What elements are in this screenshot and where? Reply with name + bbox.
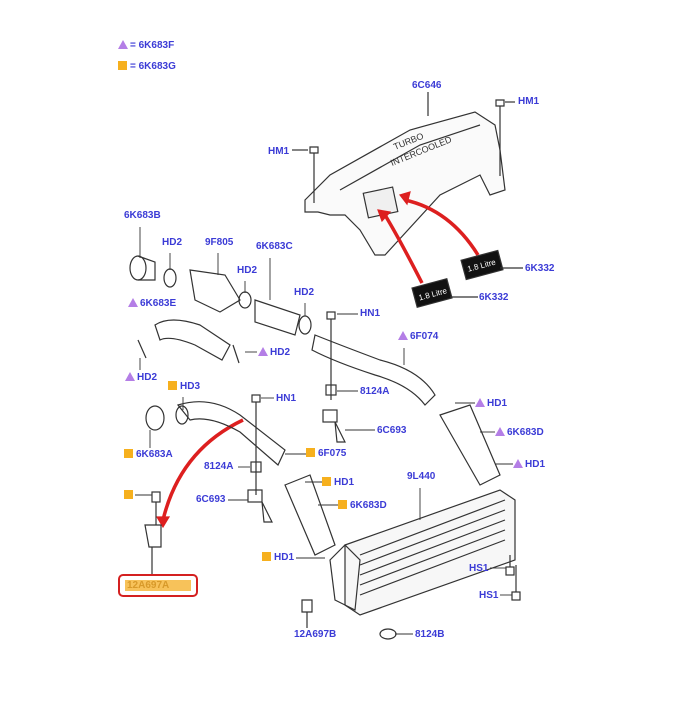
square-marker xyxy=(124,490,136,502)
label-6K683D: 6K683D xyxy=(338,500,387,512)
label-hn1: HN1 xyxy=(276,393,297,404)
label-6C693: 6C693 xyxy=(377,425,407,436)
label-12A697A: 12A697A xyxy=(125,580,191,591)
label-6K683B: 6K683B xyxy=(124,210,161,221)
label-hd2: HD2 xyxy=(125,372,157,384)
label-6C693: 6C693 xyxy=(196,494,226,505)
label-6K683E: 6K683E xyxy=(128,298,176,310)
upper-pipe-assembly xyxy=(129,255,436,466)
label-hd1: HD1 xyxy=(513,459,545,471)
label-hd2: HD2 xyxy=(237,265,258,276)
label-hd3: HD3 xyxy=(168,381,200,393)
label-hs1: HS1 xyxy=(479,590,499,601)
label-hm1: HM1 xyxy=(268,146,290,157)
square-marker-icon xyxy=(118,61,127,70)
label-6K683C: 6K683C xyxy=(256,241,293,252)
label-hd2: HD2 xyxy=(162,237,183,248)
badge-6K332-right: 1.8 Litre xyxy=(460,249,504,281)
label-12A697B: 12A697B xyxy=(294,629,337,640)
label-hn1: HN1 xyxy=(360,308,381,319)
badge-6K332-left: 1.8 Litre xyxy=(411,277,453,309)
leader-lines xyxy=(135,227,513,635)
label-9F805: 9F805 xyxy=(205,237,234,248)
label-8124A: 8124A xyxy=(360,386,390,397)
label-6K332: 6K332 xyxy=(479,292,509,303)
intercooler-9L440 xyxy=(329,489,516,616)
engine-cover-6C646: TURBO INTERCOOLED xyxy=(304,111,506,256)
label-hd2: HD2 xyxy=(258,347,290,359)
triangle-marker-icon xyxy=(118,40,128,49)
label-hm1: HM1 xyxy=(518,96,540,107)
label-9L440: 9L440 xyxy=(407,471,436,482)
label-8124B: 8124B xyxy=(415,629,445,640)
label-6F074: 6F074 xyxy=(398,331,438,343)
legend-triangle: = 6K683F xyxy=(118,40,174,52)
label-6K683A: 6K683A xyxy=(124,449,173,461)
label-hd1: HD1 xyxy=(262,552,294,564)
label-6F075: 6F075 xyxy=(306,448,346,460)
legend-square: = 6K683G xyxy=(118,61,176,73)
label-6C646: 6C646 xyxy=(412,80,442,91)
label-hd2: HD2 xyxy=(294,287,315,298)
highlighted-part-12A697A[interactable]: 12A697A xyxy=(118,574,198,597)
bellows-hoses xyxy=(284,404,501,556)
small-parts xyxy=(144,311,521,640)
label-hs1: HS1 xyxy=(469,563,489,574)
label-6K683D: 6K683D xyxy=(495,427,544,439)
bolt-hm1-left xyxy=(292,146,319,203)
label-8124A: 8124A xyxy=(204,461,234,472)
bolt-hm1-right xyxy=(495,99,515,176)
label-6K332: 6K332 xyxy=(525,263,555,274)
label-hd1: HD1 xyxy=(475,398,507,410)
label-hd1: HD1 xyxy=(322,477,354,489)
